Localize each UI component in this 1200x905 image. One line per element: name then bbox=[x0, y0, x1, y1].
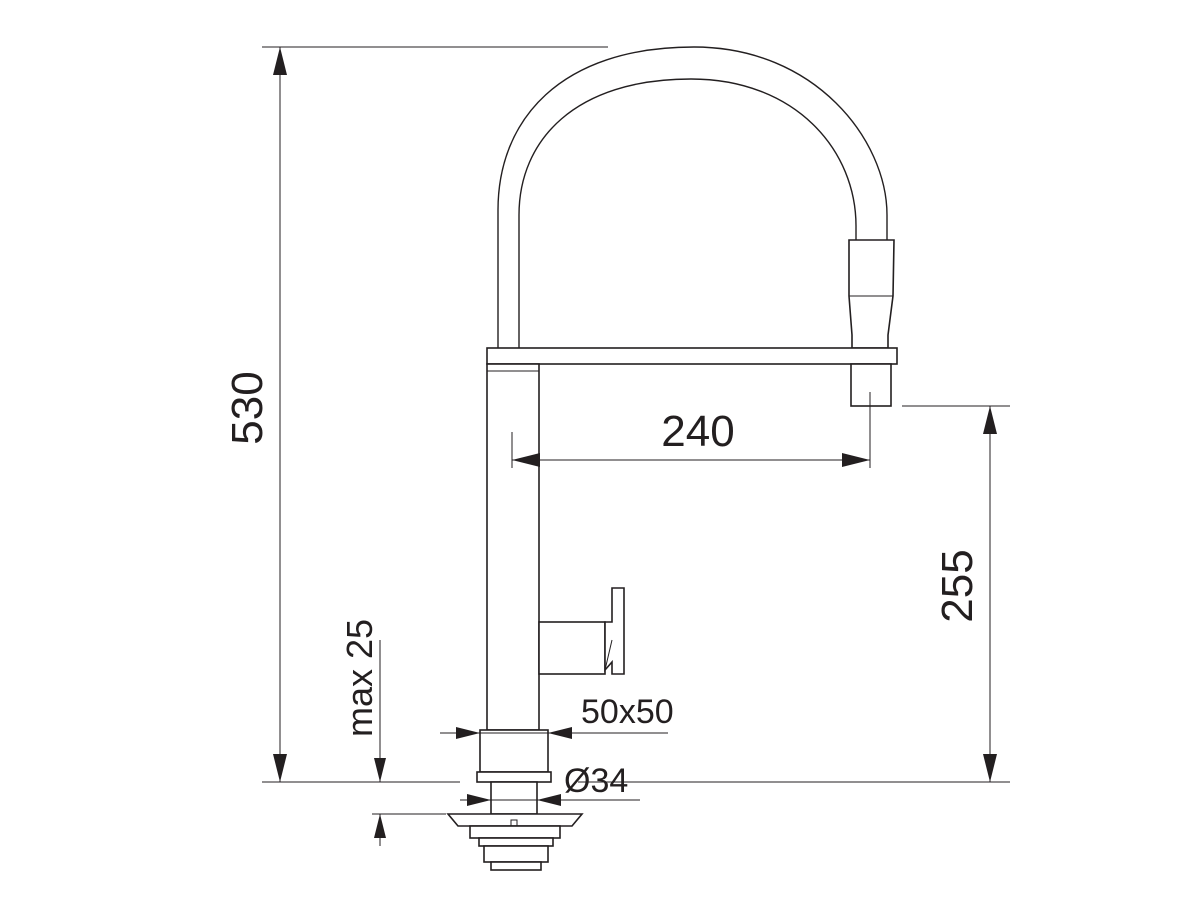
dimension-max-thickness: max 25 bbox=[339, 619, 446, 846]
dimension-label-max-25: max 25 bbox=[339, 619, 380, 737]
dimension-total-height: 530 bbox=[223, 46, 608, 783]
dimension-hole-diameter: Ø34 bbox=[460, 762, 640, 806]
lever-block bbox=[538, 621, 606, 675]
arrow-up bbox=[983, 406, 997, 434]
dimension-spout-reach: 240 bbox=[511, 392, 871, 468]
arrow-right bbox=[842, 453, 870, 467]
arrow-down bbox=[983, 754, 997, 782]
dimension-label-50x50: 50x50 bbox=[581, 693, 674, 731]
dimension-label-diameter-34: Ø34 bbox=[564, 762, 628, 800]
dimension-base-size: 50x50 bbox=[440, 693, 674, 739]
arrow-down bbox=[374, 758, 386, 782]
main-column bbox=[486, 363, 540, 731]
arrow-down bbox=[273, 754, 287, 782]
bridge-bar bbox=[486, 347, 898, 365]
arrow-left bbox=[512, 453, 540, 467]
dimension-label-240: 240 bbox=[661, 407, 734, 456]
dimension-label-255: 255 bbox=[933, 549, 982, 622]
base-plate bbox=[479, 729, 549, 773]
lever-handle bbox=[604, 587, 625, 675]
fixing-nut-top bbox=[469, 825, 561, 839]
outlet-nozzle bbox=[850, 363, 892, 407]
dimension-label-530: 530 bbox=[223, 371, 272, 444]
fixing-nut-bottom bbox=[490, 861, 542, 871]
arrow-up bbox=[374, 814, 386, 838]
fixing-nut-lower bbox=[483, 845, 549, 863]
mounting-shank bbox=[490, 781, 538, 815]
arrow-up bbox=[273, 47, 287, 75]
spray-head bbox=[848, 239, 895, 349]
arrow-right bbox=[467, 794, 491, 806]
spout-inner-arc bbox=[518, 78, 857, 348]
base-ring bbox=[476, 771, 552, 783]
arrow-left bbox=[537, 794, 561, 806]
faucet-outline bbox=[446, 46, 898, 871]
arrow-left bbox=[548, 727, 572, 739]
spout-outer-arc bbox=[497, 46, 888, 348]
arrow-right bbox=[456, 727, 480, 739]
dimension-spout-height: 255 bbox=[578, 405, 1010, 783]
fixing-nut-mid bbox=[478, 837, 554, 847]
lever-handle-edge bbox=[604, 639, 613, 671]
